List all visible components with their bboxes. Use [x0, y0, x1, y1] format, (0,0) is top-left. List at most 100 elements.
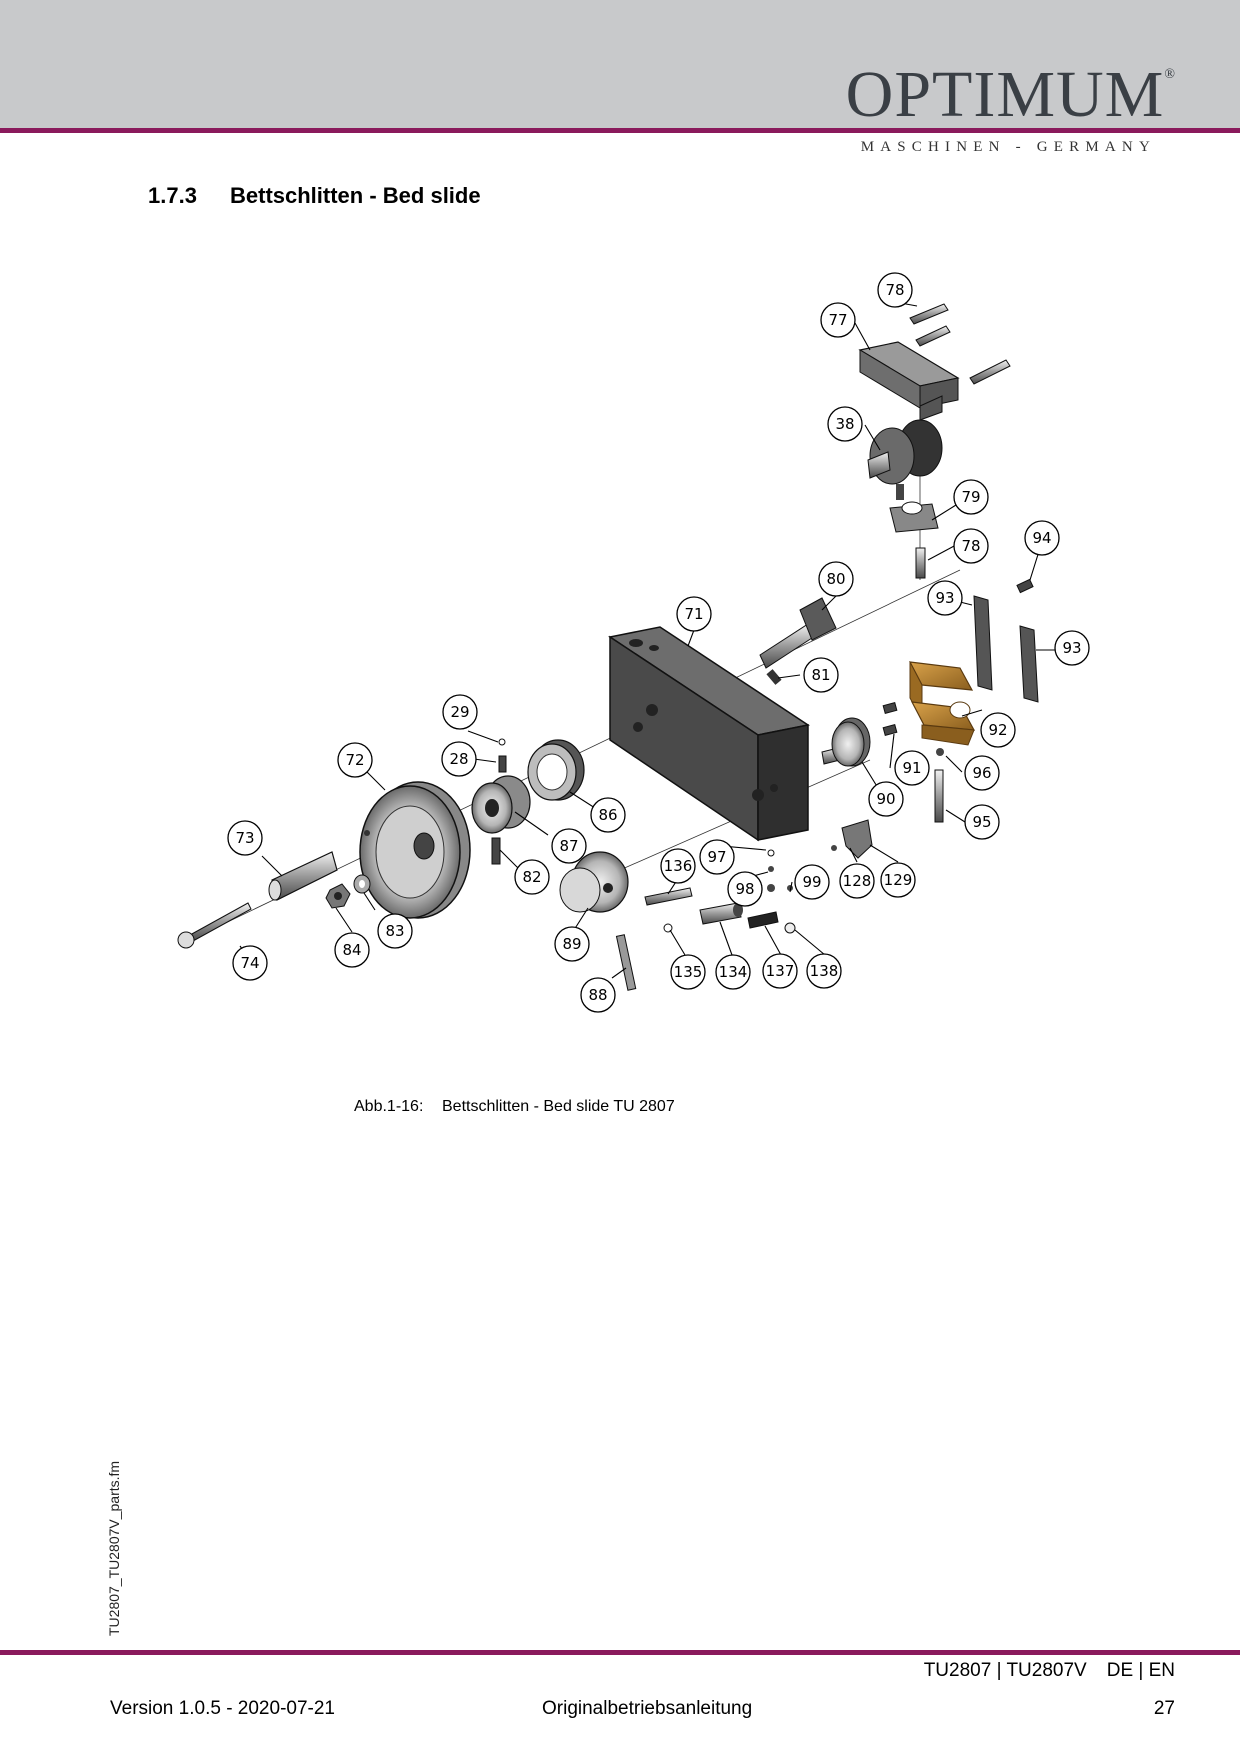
callout-label: 72 — [345, 751, 364, 769]
section-heading: 1.7.3 Bettschlitten - Bed slide — [148, 183, 481, 209]
callout-label: 93 — [1062, 639, 1081, 657]
handwheel-grip — [268, 851, 338, 901]
callout-135: 135 — [670, 954, 706, 990]
callout-label: 98 — [735, 880, 754, 898]
callout-label: 99 — [802, 873, 821, 891]
stop-bracket — [767, 819, 873, 892]
callout-74: 74 — [232, 945, 268, 981]
callout-136: 136 — [660, 848, 696, 884]
callout-97: 97 — [699, 839, 735, 875]
callout-label: 84 — [342, 941, 361, 959]
callout-87: 87 — [551, 828, 587, 864]
callout-99: 99 — [794, 864, 830, 900]
brand-name: OPTIMUM — [845, 58, 1165, 131]
callout-label: 74 — [240, 954, 259, 972]
callout-label: 88 — [588, 986, 607, 1004]
drive-gear-hub — [821, 717, 871, 767]
callout-label: 129 — [884, 871, 913, 889]
callout-label: 137 — [766, 962, 795, 980]
callout-28: 28 — [441, 741, 477, 777]
callout-129: 129 — [880, 862, 916, 898]
brand-tagline: MASCHINEN - GERMANY — [860, 139, 1156, 155]
callout-88: 88 — [580, 977, 616, 1013]
callout-93-left: 93 — [927, 580, 963, 616]
callout-label: 86 — [598, 806, 617, 824]
header-rule — [0, 128, 1240, 133]
engagement-knob — [559, 851, 637, 991]
half-nut — [908, 661, 976, 746]
cluster-gear — [867, 419, 943, 500]
callout-84: 84 — [334, 932, 370, 968]
callout-128: 128 — [839, 863, 875, 899]
callout-29: 29 — [442, 694, 478, 730]
nut-and-washer — [325, 874, 371, 909]
callout-label: 78 — [885, 281, 904, 299]
gib-screws — [882, 701, 944, 823]
callout-label: 138 — [810, 962, 839, 980]
callout-label: 73 — [235, 829, 254, 847]
footer-rule — [0, 1650, 1240, 1655]
callout-78-lower: 78 — [953, 528, 989, 564]
page-number: 27 — [1153, 1698, 1175, 1719]
callout-label: 96 — [972, 764, 991, 782]
gear-ring — [527, 739, 585, 801]
callout-89: 89 — [554, 926, 590, 962]
callout-label: 135 — [674, 963, 703, 981]
callout-86: 86 — [590, 797, 626, 833]
callout-91: 91 — [894, 750, 930, 786]
callout-82: 82 — [514, 859, 550, 895]
upper-bracket — [858, 303, 1011, 421]
callout-label: 83 — [385, 922, 404, 940]
callout-71: 71 — [676, 596, 712, 632]
callout-label: 128 — [843, 872, 872, 890]
figure-caption: Abb.1-16:Bettschlitten - Bed slide TU 28… — [354, 1098, 675, 1116]
callout-label: 91 — [902, 759, 921, 777]
callout-77: 77 — [820, 302, 856, 338]
footer-language: DE | EN — [1106, 1660, 1175, 1681]
callout-label: 134 — [719, 963, 748, 981]
callout-label: 92 — [988, 721, 1007, 739]
callout-label: 38 — [835, 415, 854, 433]
header-band — [0, 0, 1240, 128]
callout-label: 97 — [707, 848, 726, 866]
detent-assembly — [644, 887, 796, 934]
handwheel — [359, 781, 471, 919]
footer-version: Version 1.0.5 - 2020-07-21 — [110, 1698, 335, 1719]
figure-caption-label: Abb.1-16: — [354, 1098, 424, 1115]
callout-78-top: 78 — [877, 272, 913, 308]
scale-collar — [471, 738, 531, 865]
callout-label: 79 — [961, 488, 980, 506]
callout-label: 93 — [935, 589, 954, 607]
pinion-shaft — [759, 597, 837, 685]
callout-label: 29 — [450, 703, 469, 721]
section-title: Bettschlitten - Bed slide — [230, 183, 481, 208]
callout-label: 94 — [1032, 529, 1051, 547]
section-number: 1.7.3 — [148, 183, 197, 208]
callout-90: 90 — [868, 781, 904, 817]
callout-81: 81 — [803, 657, 839, 693]
callout-73: 73 — [227, 820, 263, 856]
callout-38: 38 — [827, 406, 863, 442]
callout-72: 72 — [337, 742, 373, 778]
callout-98: 98 — [727, 871, 763, 907]
callout-label: 28 — [449, 750, 468, 768]
callout-79: 79 — [953, 479, 989, 515]
callout-94: 94 — [1024, 520, 1060, 556]
callout-label: 78 — [961, 537, 980, 555]
callout-label: 80 — [826, 570, 845, 588]
callout-93-right: 93 — [1054, 630, 1090, 666]
callout-label: 82 — [522, 868, 541, 886]
callout-label: 90 — [876, 790, 895, 808]
grip-bolt — [177, 902, 252, 949]
callout-label: 71 — [684, 605, 703, 623]
callout-134: 134 — [715, 954, 751, 990]
callout-label: 87 — [559, 837, 578, 855]
callout-92: 92 — [980, 712, 1016, 748]
callout-83: 83 — [377, 913, 413, 949]
apron-plate — [608, 626, 810, 842]
brand-logo: OPTIMUM® — [846, 62, 1176, 128]
callout-label: 81 — [811, 666, 830, 684]
exploded-parts-diagram: 78 77 38 79 78 94 80 93 71 93 81 29 92 2… — [177, 272, 1090, 1013]
callout-label: 77 — [828, 311, 847, 329]
